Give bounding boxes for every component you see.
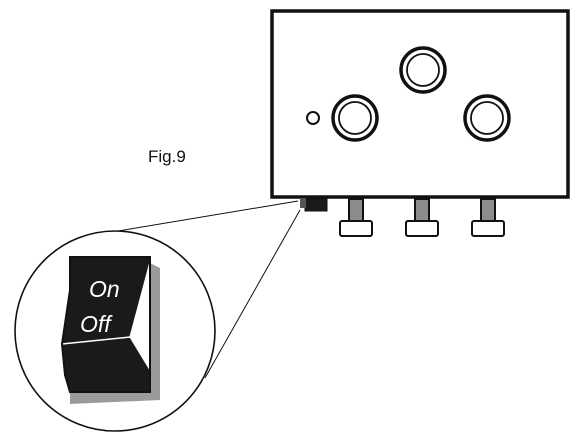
rocker-switch-icon	[60, 256, 151, 393]
small-switch	[304, 198, 328, 212]
switch-off-label: Off	[80, 311, 113, 337]
foot-right	[471, 198, 505, 237]
figure-label: Fig.9	[148, 147, 186, 166]
right-knob	[463, 94, 511, 142]
indicator-hole	[306, 111, 320, 125]
small-switch-shadow	[300, 198, 306, 208]
left-knob	[331, 94, 379, 142]
enclosure-panel	[270, 9, 570, 199]
device-enclosure	[270, 9, 570, 237]
callout-lines	[111, 200, 301, 379]
switch-on-label: On	[89, 276, 120, 302]
foot-middle	[405, 198, 439, 237]
foot-left	[339, 198, 373, 237]
magnified-switch-detail: On Off	[14, 230, 216, 432]
top-knob	[399, 46, 447, 94]
